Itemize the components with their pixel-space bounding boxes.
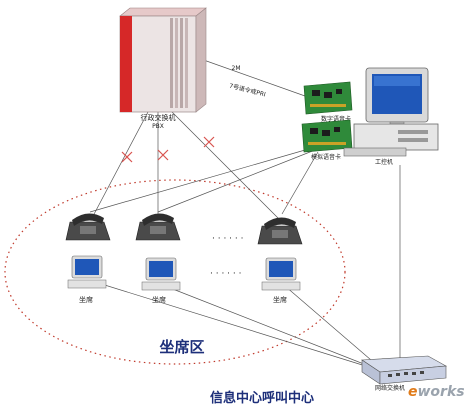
- link-seat-1-switch: [94, 281, 373, 369]
- seat-label-3: 坐席: [273, 295, 287, 304]
- watermark-prefix: e: [408, 384, 418, 400]
- pbx-sublabel: PBX: [152, 123, 164, 130]
- pbx-cabinet: [119, 7, 207, 113]
- analog-card-label: 模拟语音卡: [311, 153, 341, 161]
- seat-computer-1: [67, 255, 107, 289]
- link-pbx-digital-card: [197, 57, 306, 97]
- cross-marker-3: [203, 136, 215, 148]
- digital-voice-card: [303, 81, 353, 115]
- connection-lines: [89, 57, 401, 369]
- switch-label: 网络交换机: [375, 384, 405, 392]
- phone-3: [257, 217, 303, 245]
- phones-ellipsis: · · · · · ·: [212, 234, 243, 244]
- analog-voice-card: [301, 119, 353, 153]
- cross-marker-1: [121, 151, 133, 163]
- link-seat-2-switch: [159, 283, 375, 369]
- call-center-title: 信息中心呼叫中心: [210, 390, 314, 406]
- link-pbx-phone-3: [171, 111, 281, 221]
- seat-computer-2: [141, 257, 181, 291]
- phone-1: [65, 213, 111, 241]
- link-seat-3-switch: [284, 285, 379, 367]
- trunk-label: 2M: [232, 65, 241, 72]
- seat-label-2: 坐席: [152, 295, 166, 304]
- cross-marker-2: [157, 149, 169, 161]
- industrial-pc: [343, 67, 439, 157]
- link-pbx-phone-1: [91, 111, 149, 219]
- watermark-logo: eworks: [408, 384, 464, 400]
- link-analog-phone-2: [157, 149, 316, 213]
- phone-2: [135, 213, 181, 241]
- seat-zone-label: 坐席区: [159, 338, 204, 356]
- network-switch: [361, 355, 447, 385]
- pbx-label: 行政交换机: [141, 113, 176, 122]
- link-analog-phone-1: [89, 147, 313, 213]
- seat-computer-3: [261, 257, 301, 291]
- ipc-label: 工控机: [375, 158, 393, 166]
- trunk-protocol-label: 7号语令或PRI: [228, 82, 266, 99]
- cross-markers: [121, 136, 215, 163]
- digital-card-label: 数字语音卡: [321, 115, 351, 123]
- link-analog-phone-3: [281, 151, 319, 215]
- seat-zone-boundary: [4, 179, 346, 365]
- watermark-suffix: works: [418, 384, 464, 400]
- seat-label-1: 坐席: [79, 295, 93, 304]
- seats-ellipsis: · · · · · ·: [210, 269, 241, 279]
